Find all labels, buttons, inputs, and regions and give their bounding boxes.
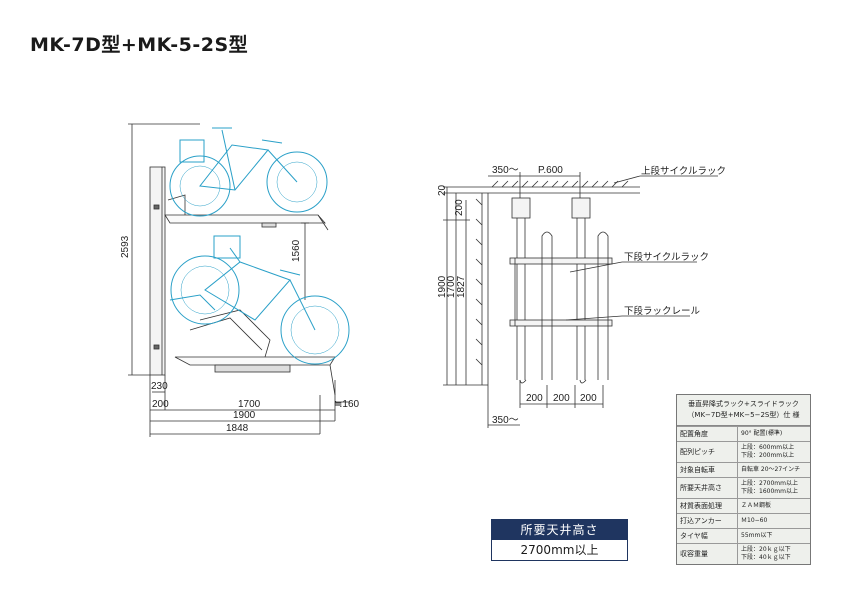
dim-ceiling-gap: 20 bbox=[437, 184, 448, 196]
spec-value: 上段：2700mm以上 下段：1600mm以上 bbox=[737, 477, 810, 499]
spec-value: 自転車 20〜27インチ bbox=[737, 462, 810, 478]
spec-key: 配列ピッチ bbox=[677, 441, 738, 463]
dim-length-1700: 1700 bbox=[238, 399, 261, 410]
table-row: 配列ピッチ上段：600mm以上 下段：200mm以上 bbox=[677, 441, 810, 463]
dim-length-1848: 1848 bbox=[226, 423, 249, 434]
ceiling-height-value: 2700mm以上 bbox=[492, 540, 627, 560]
page-title: MK-7D型+MK-5-2S型 bbox=[30, 34, 249, 56]
spec-value: 90° 配置(標準) bbox=[737, 426, 810, 442]
dim-total-height: 2593 bbox=[120, 235, 131, 258]
dim-base-offset: 230 bbox=[151, 381, 168, 392]
dim-h1900: 1900 bbox=[437, 275, 448, 298]
dim-bottom-200-b: 200 bbox=[553, 393, 570, 404]
dim-wall-bottom: 350〜 bbox=[492, 415, 519, 426]
label-lower-rail: 下段ラックレール bbox=[624, 305, 701, 317]
spec-key: タイヤ幅 bbox=[677, 528, 738, 544]
table-row: 所要天井高さ上段：2700mm以上 下段：1600mm以上 bbox=[677, 477, 810, 499]
dim-upper-200: 200 bbox=[454, 199, 465, 216]
spec-key: 対象自転車 bbox=[677, 462, 738, 478]
spec-value: Ｍ10−60 bbox=[737, 513, 810, 529]
spec-header-line1: 垂直昇降式ラック+スライドラック bbox=[688, 400, 799, 408]
dim-pitch: P.600 bbox=[538, 165, 563, 176]
dim-wall-top: 350〜 bbox=[492, 165, 519, 176]
dim-left-gap: 200 bbox=[152, 399, 169, 410]
bicycle-upper-icon bbox=[169, 127, 328, 217]
dim-bottom-200-a: 200 bbox=[526, 393, 543, 404]
dim-length-1900: 1900 bbox=[233, 410, 256, 421]
table-row: 対象自転車自転車 20〜27インチ bbox=[677, 462, 810, 478]
dim-bottom-200-c: 200 bbox=[580, 393, 597, 404]
spec-value: 55mm以下 bbox=[737, 528, 810, 544]
dim-lower-height: 1560 bbox=[291, 239, 302, 262]
bicycle-lower-icon bbox=[169, 235, 350, 365]
dim-right-gap: ≒160 bbox=[334, 399, 360, 410]
ceiling-height-header: 所要天井高さ bbox=[492, 520, 627, 540]
side-view bbox=[128, 123, 350, 437]
spec-key: 所要天井高さ bbox=[677, 477, 738, 499]
spec-table-header: 垂直昇降式ラック+スライドラック （MK−7D型+MK−5−2S型）仕 様 bbox=[677, 395, 810, 426]
dim-h1700: 1700 bbox=[446, 275, 457, 298]
spec-value: 上段：20ｋｇ以下 下段：40ｋｇ以下 bbox=[737, 543, 810, 564]
spec-value: ＺＡＭ鋼板 bbox=[737, 498, 810, 514]
spec-key: 打込アンカー bbox=[677, 513, 738, 529]
spec-key: 配置角度 bbox=[677, 426, 738, 442]
label-lower-rack: 下段サイクルラック bbox=[624, 251, 709, 263]
spec-table: 垂直昇降式ラック+スライドラック （MK−7D型+MK−5−2S型）仕 様 配置… bbox=[676, 394, 811, 565]
dim-h1827: 1827 bbox=[456, 275, 467, 298]
spec-key: 収容重量 bbox=[677, 543, 738, 564]
table-row: 収容重量上段：20ｋｇ以下 下段：40ｋｇ以下 bbox=[677, 543, 810, 564]
front-view bbox=[443, 172, 718, 428]
spec-header-line2: （MK−7D型+MK−5−2S型）仕 様 bbox=[687, 411, 800, 419]
spec-value: 上段：600mm以上 下段：200mm以上 bbox=[737, 441, 810, 463]
label-upper-rack: 上段サイクルラック bbox=[641, 165, 726, 177]
ceiling-height-box: 所要天井高さ 2700mm以上 bbox=[491, 519, 628, 561]
spec-key: 材質表面処理 bbox=[677, 498, 738, 514]
